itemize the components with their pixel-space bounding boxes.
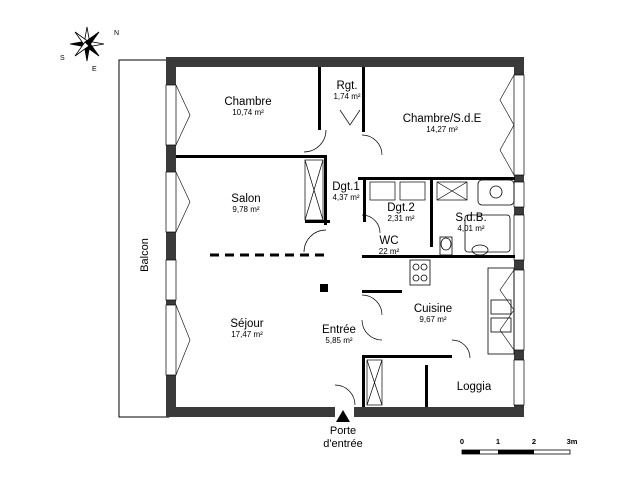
room-dgt1: Dgt.1 4,37 m² (332, 181, 360, 202)
balcony-label: Balcon (139, 238, 151, 272)
room-area: 14,27 m² (426, 125, 458, 134)
room-area: 10,74 m² (232, 108, 264, 117)
room-area: 2,31 m² (387, 214, 415, 223)
compass-north: N (114, 30, 120, 37)
room-sdb: S.d.B. 4,01 m² (455, 212, 486, 233)
room-name: WC (379, 235, 399, 247)
compass-south: S (60, 55, 65, 62)
entrance-label: Porte d'entrée (323, 425, 362, 451)
column (320, 284, 328, 292)
room-name: Entrée (322, 324, 356, 336)
scale-tick: 0 (459, 437, 465, 446)
room-rgt: Rgt. 1,74 m² (333, 80, 360, 101)
room-name: Loggia (456, 381, 492, 393)
compass-rose (69, 26, 105, 62)
room-entree: Entrée 5,85 m² (322, 324, 356, 345)
exterior-walls (166, 57, 524, 417)
room-name: Dgt.2 (387, 202, 415, 214)
room-area: 4,01 m² (457, 224, 485, 233)
room-name: Cuisine (413, 303, 453, 315)
entrance-line2: d'entrée (323, 438, 363, 450)
scale-tick: 1 (495, 437, 501, 446)
room-chambre: Chambre 10,74 m² (224, 96, 271, 117)
room-name: Salon (231, 193, 261, 205)
room-area: 4,37 m² (332, 193, 360, 202)
room-area: 9,78 m² (232, 205, 260, 214)
interior-walls (176, 67, 515, 407)
entrance-line1: Porte (329, 425, 357, 437)
scale-tick: 3m (566, 437, 578, 446)
room-wc: WC 22 m² (379, 235, 399, 256)
room-name: Chambre/S.d.E (402, 113, 482, 125)
windows-left (165, 84, 177, 376)
door-swings (303, 109, 471, 406)
room-sejour: Séjour 17,47 m² (230, 318, 263, 339)
room-name: Dgt.1 (332, 181, 360, 193)
room-loggia: Loggia (457, 381, 492, 393)
room-name: Chambre (224, 96, 272, 108)
room-chambre-sde: Chambre/S.d.E 14,27 m² (403, 113, 482, 134)
room-name: S.d.B. (455, 212, 487, 224)
window-leaves-right (499, 74, 515, 351)
compass-east: E (92, 66, 97, 73)
entrance-arrow (336, 410, 350, 422)
room-name: Rgt. (336, 80, 358, 92)
room-cuisine: Cuisine 9,67 m² (414, 303, 452, 324)
scale-bar (461, 449, 571, 455)
room-salon: Salon 9,78 m² (231, 193, 260, 214)
room-dgt2: Dgt.2 2,31 m² (387, 202, 415, 223)
window-leaves-left (175, 84, 191, 376)
room-area: 22 m² (378, 247, 400, 256)
room-name: Séjour (230, 318, 264, 330)
fixtures (409, 179, 515, 355)
room-area: 5,85 m² (325, 336, 353, 345)
room-area: 9,67 m² (419, 315, 447, 324)
room-area: 1,74 m² (333, 92, 361, 101)
scale-tick: 2 (531, 437, 537, 446)
wardrobes (304, 159, 468, 406)
room-area: 17,47 m² (231, 330, 263, 339)
